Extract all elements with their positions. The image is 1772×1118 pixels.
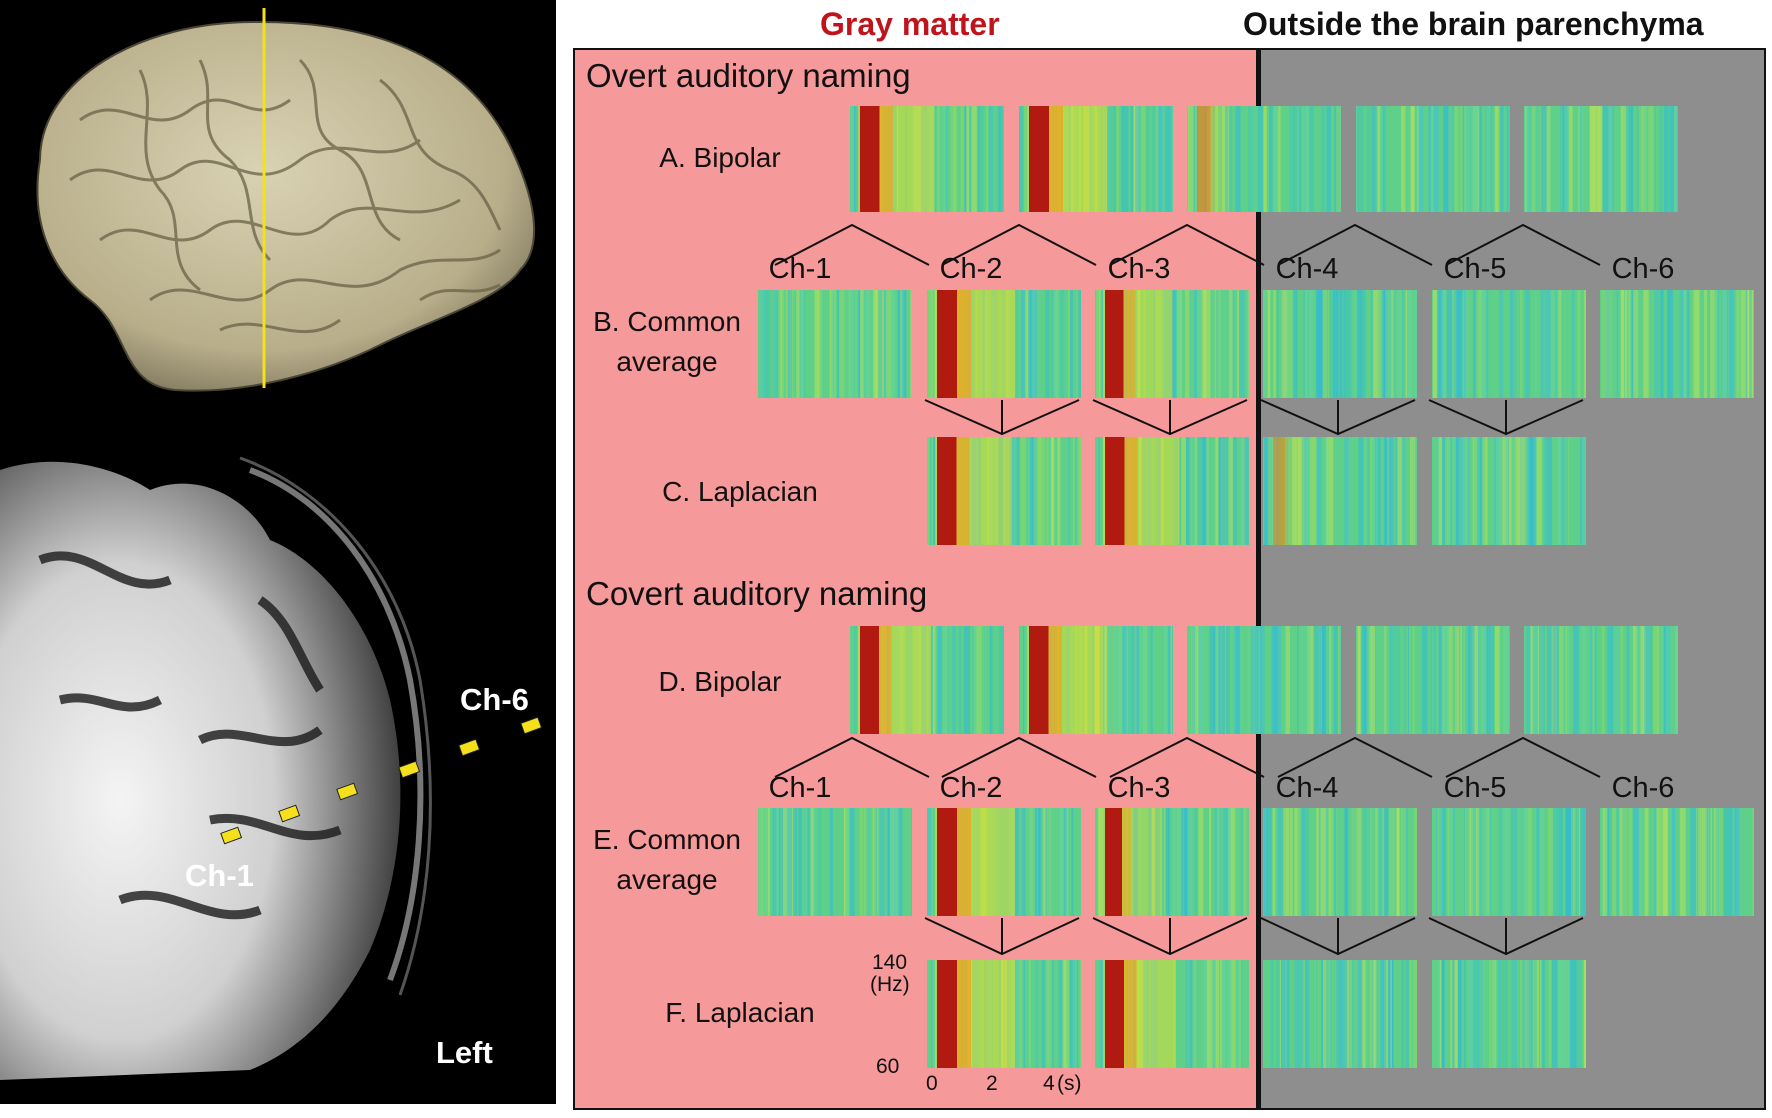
spectrogram-tile bbox=[1600, 808, 1754, 916]
row-label-d: D. Bipolar bbox=[658, 666, 782, 697]
row-label-b-line2: average bbox=[616, 346, 718, 377]
time-axis-4: 4 bbox=[1043, 1072, 1055, 1095]
overt-section-title: Overt auditory naming bbox=[586, 57, 911, 94]
spectrogram-tile bbox=[758, 290, 912, 398]
spectrogram-tile bbox=[1019, 626, 1173, 734]
row-label-e-line1: E. Common bbox=[593, 824, 741, 855]
outside-brain-title: Outside the brain parenchyma bbox=[1243, 6, 1704, 42]
spectrogram-tile bbox=[1263, 290, 1417, 398]
spectrogram-tile bbox=[1263, 437, 1417, 545]
spectrogram-tile bbox=[927, 437, 1081, 545]
channel-label: Ch-4 bbox=[1275, 772, 1339, 804]
brain-image-panel: Ch-1 Ch-6 Left bbox=[0, 0, 556, 1104]
spectrogram-tile bbox=[1524, 626, 1678, 734]
spectrogram-tile bbox=[1263, 808, 1417, 916]
cortex-surface bbox=[36, 8, 536, 392]
spectrogram-tile bbox=[1432, 290, 1586, 398]
freq-axis-top: 140 bbox=[872, 951, 908, 974]
spectrogram-tile bbox=[1019, 106, 1173, 212]
brain-illustration bbox=[0, 8, 543, 1081]
channel-label: Ch-2 bbox=[939, 253, 1003, 285]
time-axis-0: 0 bbox=[926, 1072, 938, 1095]
freq-axis-bottom: 60 bbox=[876, 1055, 900, 1078]
spectrogram-tile bbox=[1356, 106, 1510, 212]
row-label-f: F. Laplacian bbox=[665, 997, 815, 1028]
spectrogram-tile bbox=[1095, 808, 1249, 916]
spectrogram-tile bbox=[1263, 960, 1417, 1068]
channel-label: Ch-5 bbox=[1443, 253, 1507, 285]
channel-label: Ch-5 bbox=[1443, 772, 1507, 804]
mri-coronal-slice bbox=[0, 456, 543, 1081]
channel-label: Ch-6 bbox=[1611, 253, 1675, 285]
channel-label: Ch-6 bbox=[1611, 772, 1675, 804]
row-label-a: A. Bipolar bbox=[659, 142, 781, 173]
channel-label: Ch-1 bbox=[768, 253, 832, 285]
electrode-label-ch6: Ch-6 bbox=[460, 682, 529, 717]
spectrogram-tile bbox=[1095, 437, 1249, 545]
spectrogram-tile bbox=[1432, 808, 1586, 916]
spectrogram-tile bbox=[1356, 626, 1510, 734]
channel-label: Ch-4 bbox=[1275, 253, 1339, 285]
spectrogram-tile bbox=[927, 808, 1081, 916]
spectrogram-tile bbox=[1432, 960, 1586, 1068]
spectrogram-tile bbox=[1600, 290, 1754, 398]
covert-section-title: Covert auditory naming bbox=[586, 575, 928, 612]
channel-label: Ch-3 bbox=[1107, 772, 1171, 804]
spectrogram-tile bbox=[1187, 106, 1341, 212]
spectrogram-tile bbox=[850, 106, 1004, 212]
spectrogram-tile bbox=[927, 960, 1081, 1068]
spectrogram-tile bbox=[1095, 290, 1249, 398]
spectrogram-tile bbox=[1524, 106, 1678, 212]
gray-matter-title: Gray matter bbox=[820, 6, 1000, 42]
spectrogram-tile bbox=[1432, 437, 1586, 545]
time-axis-unit: (s) bbox=[1057, 1072, 1082, 1095]
row-label-b-line1: B. Common bbox=[593, 306, 741, 337]
spectrogram-tile bbox=[1187, 626, 1341, 734]
orientation-label-left: Left bbox=[436, 1035, 493, 1070]
spectrogram-tile bbox=[1095, 960, 1249, 1068]
row-label-c: C. Laplacian bbox=[662, 476, 818, 507]
spectrogram-tile bbox=[850, 626, 1004, 734]
channel-label: Ch-2 bbox=[939, 772, 1003, 804]
row-label-e-line2: average bbox=[616, 864, 718, 895]
channel-label: Ch-1 bbox=[768, 772, 832, 804]
spectrogram-tile bbox=[758, 808, 912, 916]
electrode-label-ch1: Ch-1 bbox=[185, 858, 254, 893]
freq-axis-unit: (Hz) bbox=[870, 973, 910, 996]
channel-label: Ch-3 bbox=[1107, 253, 1171, 285]
spectrogram-tile bbox=[927, 290, 1081, 398]
time-axis-2: 2 bbox=[986, 1072, 998, 1095]
